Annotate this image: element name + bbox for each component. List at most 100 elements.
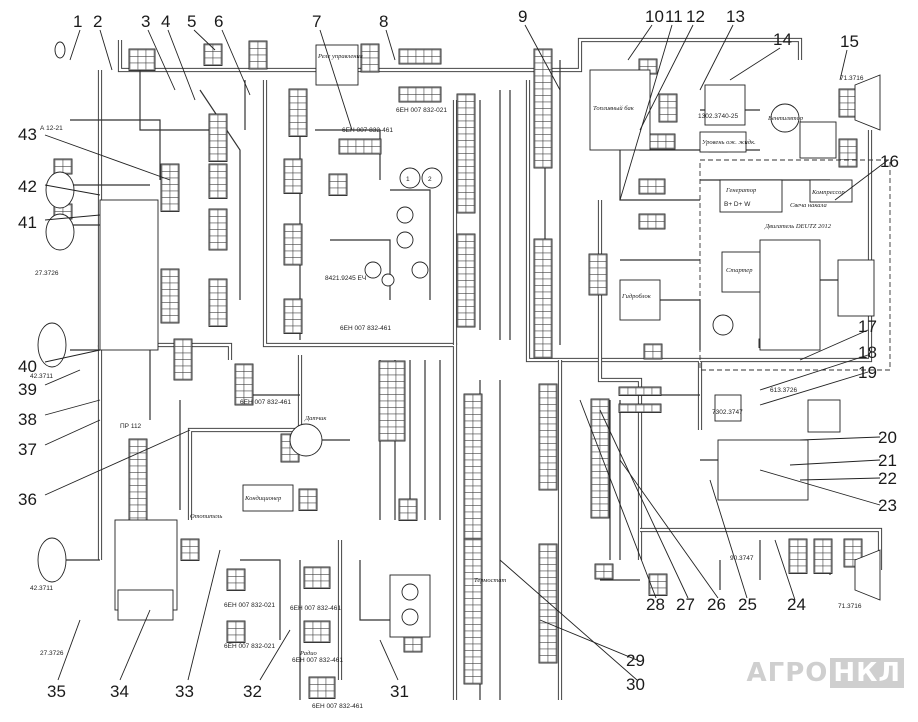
- connector-pin: [844, 559, 854, 567]
- connector-pin: [404, 637, 414, 645]
- connector-pin: [465, 273, 475, 281]
- connector-pin: [337, 174, 347, 182]
- connector-pin: [209, 127, 219, 135]
- connector-pin: [304, 634, 314, 642]
- connector-pin: [657, 587, 667, 595]
- connector-pin: [423, 94, 433, 102]
- connector-pin: [217, 318, 227, 326]
- connector-pin: [235, 628, 245, 636]
- connector-pin: [304, 628, 314, 636]
- relay-8421-label: 8421.9245 ЕЧ: [325, 275, 366, 282]
- connector-pin: [257, 48, 267, 56]
- connector-pin: [597, 254, 607, 262]
- callout-11: 11: [665, 7, 683, 26]
- connector-pin: [395, 361, 405, 369]
- connector-pin: [407, 506, 417, 514]
- svg-text:6ЕН 007 832-461: 6ЕН 007 832-461: [340, 325, 391, 332]
- connector-pin: [182, 339, 192, 347]
- connector-pin: [465, 146, 475, 154]
- connector-pin: [464, 524, 474, 532]
- connector-pin: [217, 134, 227, 142]
- connector-pin: [320, 574, 330, 582]
- connector-pin: [457, 299, 467, 307]
- connector-pin: [129, 498, 139, 506]
- connector-pin: [217, 305, 227, 313]
- connector-pin: [599, 503, 609, 511]
- connector-pin: [355, 139, 365, 147]
- connector-pin: [129, 49, 139, 57]
- connector-pin: [129, 56, 139, 64]
- connector-pin: [217, 190, 227, 198]
- connector-pin: [547, 609, 557, 617]
- connector-pin: [655, 221, 665, 229]
- connector-pin: [472, 446, 482, 454]
- connector-pin: [599, 399, 609, 407]
- connector-pin: [129, 478, 139, 486]
- connector-pin: [589, 287, 599, 295]
- connector-pin: [347, 139, 357, 147]
- connector-pin: [431, 56, 441, 64]
- connector-pin: [542, 337, 552, 345]
- connector-pin: [539, 544, 549, 552]
- callout-22: 22: [878, 469, 897, 488]
- connector-pin: [591, 464, 601, 472]
- connector-pin: [534, 324, 544, 332]
- connector-pin: [161, 276, 171, 284]
- connector-pin: [599, 438, 609, 446]
- connector-pin: [667, 114, 677, 122]
- connector-pin: [281, 454, 291, 462]
- callout-29: 29: [626, 651, 645, 670]
- connector-pin: [379, 361, 389, 369]
- connector-pin: [814, 559, 824, 567]
- connector-pin: [547, 564, 557, 572]
- connector-pin: [655, 214, 665, 222]
- water-level-label: Уровень ож. жидк.: [702, 139, 756, 146]
- connector-pin: [472, 453, 482, 461]
- connector-pin: [539, 449, 549, 457]
- connector-pin: [657, 134, 667, 142]
- connector-pin: [534, 101, 544, 109]
- connector-pin: [472, 524, 482, 532]
- connector-pin: [407, 87, 417, 95]
- connector-pin: [589, 274, 599, 282]
- connector-pin: [464, 401, 474, 409]
- connector-pin: [217, 286, 227, 294]
- connector-pin: [542, 82, 552, 90]
- connector-pin: [797, 546, 807, 554]
- connector-pin: [289, 109, 299, 117]
- connector-pin: [212, 51, 222, 59]
- connector-pin: [465, 312, 475, 320]
- connector-pin: [281, 447, 291, 455]
- connector-pin: [547, 583, 557, 591]
- connector-pin: [129, 62, 139, 70]
- connector-pin: [217, 184, 227, 192]
- connector-pin: [169, 171, 179, 179]
- connector-pin: [329, 187, 339, 195]
- connector-pin: [464, 643, 474, 651]
- connector-pin: [542, 121, 552, 129]
- connector-pin: [542, 324, 552, 332]
- connector-pin: [797, 559, 807, 567]
- connector-pin: [465, 192, 475, 200]
- connector-pin: [589, 261, 599, 269]
- connector-pin: [387, 374, 397, 382]
- connector-pin: [209, 171, 219, 179]
- connector-pin: [647, 186, 657, 194]
- connector-pin: [235, 371, 245, 379]
- connector-pin: [129, 511, 139, 519]
- connector-pin: [539, 397, 549, 405]
- connector-pin: [181, 539, 191, 547]
- connector-pin: [534, 343, 544, 351]
- connector-pin: [212, 57, 222, 65]
- connector-pin: [542, 350, 552, 358]
- connector-pin: [534, 278, 544, 286]
- connector-pin: [542, 265, 552, 273]
- connector-pin: [457, 234, 467, 242]
- connector-pin: [399, 499, 409, 507]
- connector-pin: [844, 539, 854, 547]
- connector-pin: [547, 449, 557, 457]
- connector-pin: [399, 49, 409, 57]
- connector-pin: [209, 177, 219, 185]
- connector-pin: [339, 146, 349, 154]
- connector-pin: [169, 295, 179, 303]
